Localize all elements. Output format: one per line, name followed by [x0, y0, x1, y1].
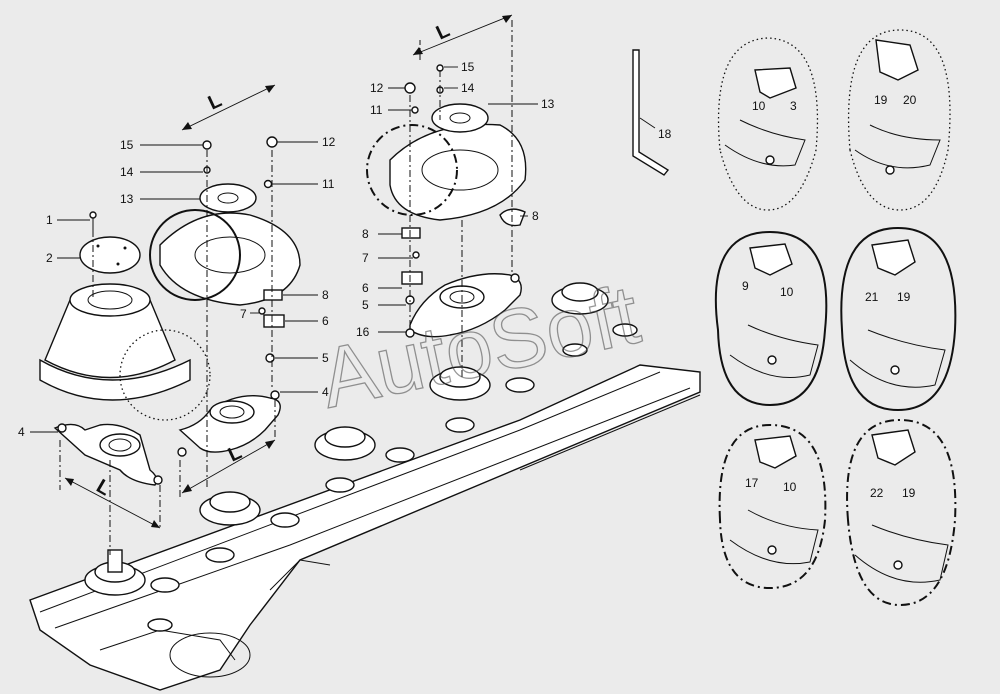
detail-panel-17-10	[718, 423, 827, 590]
bracket-18	[632, 49, 670, 176]
callout-18: 18	[658, 127, 672, 141]
knife-detail-panels	[714, 29, 957, 607]
hub-13-left	[199, 183, 257, 213]
callout-6-left: 6	[322, 314, 329, 328]
callout-19-panel4: 19	[897, 290, 911, 304]
knife-sketch-1	[724, 67, 806, 167]
detail-panel-19-20	[847, 29, 951, 211]
callout-8-right-a: 8	[362, 227, 369, 241]
dimension-L-top-right: L	[433, 19, 453, 44]
screw-1	[89, 211, 97, 230]
knife-holder-middle	[177, 390, 281, 457]
callout-8-right-b: 8	[532, 209, 539, 223]
callout-3: 3	[790, 99, 797, 113]
knife-sketch-5	[729, 435, 819, 565]
callout-1: 1	[46, 213, 53, 227]
callout-14-right: 14	[461, 81, 475, 95]
rotor-middle	[159, 212, 301, 306]
detail-panel-22-19	[846, 418, 957, 607]
callout-16: 16	[356, 325, 370, 339]
cone-drum	[39, 283, 191, 401]
bar-hubs	[84, 282, 609, 596]
callout-4-middle: 4	[322, 385, 329, 399]
callout-15-left: 15	[120, 138, 134, 152]
callout-9: 9	[742, 279, 749, 293]
knife-holder-left	[53, 423, 163, 486]
callout-17: 17	[745, 476, 759, 490]
callout-11-right: 11	[370, 103, 383, 117]
detail-circle-dotted	[119, 329, 211, 421]
callout-19-panel2: 19	[874, 93, 888, 107]
detail-panel-21-19	[840, 226, 957, 412]
centre-lines	[59, 20, 513, 555]
callout-4-left: 4	[18, 425, 25, 439]
callout-20: 20	[903, 93, 917, 107]
callout-12-right: 12	[370, 81, 384, 95]
callout-8-left: 8	[322, 288, 329, 302]
callout-2: 2	[46, 251, 53, 265]
callout-13-left: 13	[120, 192, 134, 206]
cover-disc	[79, 236, 141, 274]
callout-13-right: 13	[541, 97, 555, 111]
leader-lines	[30, 66, 656, 433]
callout-5-right: 5	[362, 298, 369, 312]
callout-12-left: 12	[322, 135, 336, 149]
callout-10-panel1: 10	[752, 99, 766, 113]
detail-circle-left	[149, 209, 241, 301]
callout-22: 22	[870, 486, 884, 500]
callout-6-right: 6	[362, 281, 369, 295]
callout-19-panel6: 19	[902, 486, 916, 500]
callout-7-left: 7	[240, 307, 247, 321]
hub-13-right	[431, 103, 489, 133]
dimension-L-bottom-left: L	[93, 475, 115, 500]
callout-10-panel3: 10	[780, 285, 794, 299]
knife-sketch-3	[729, 243, 819, 378]
detail-panel-9-10	[714, 230, 828, 407]
cutter-bar-housing	[29, 364, 701, 691]
callout-labels: 1 2 4 15 14 13 12 11 8 6 5 4 7 12 11 15 …	[18, 60, 917, 500]
knife-sketch-4	[849, 239, 946, 388]
callout-11-left: 11	[322, 177, 335, 191]
dimension-L-top-left: L	[205, 89, 225, 114]
bar-discs	[147, 323, 638, 632]
detail-panel-10-3	[717, 37, 819, 211]
knife-sketch-6	[854, 429, 949, 583]
callout-10-panel5: 10	[783, 480, 797, 494]
callout-5-left: 5	[322, 351, 329, 365]
detail-circle-right	[366, 124, 458, 216]
callout-15-right: 15	[461, 60, 475, 74]
callout-14-left: 14	[120, 165, 134, 179]
callout-7-right: 7	[362, 251, 369, 265]
knife-sketch-2	[854, 39, 941, 175]
dimension-lines	[64, 14, 513, 529]
callout-21: 21	[865, 290, 879, 304]
